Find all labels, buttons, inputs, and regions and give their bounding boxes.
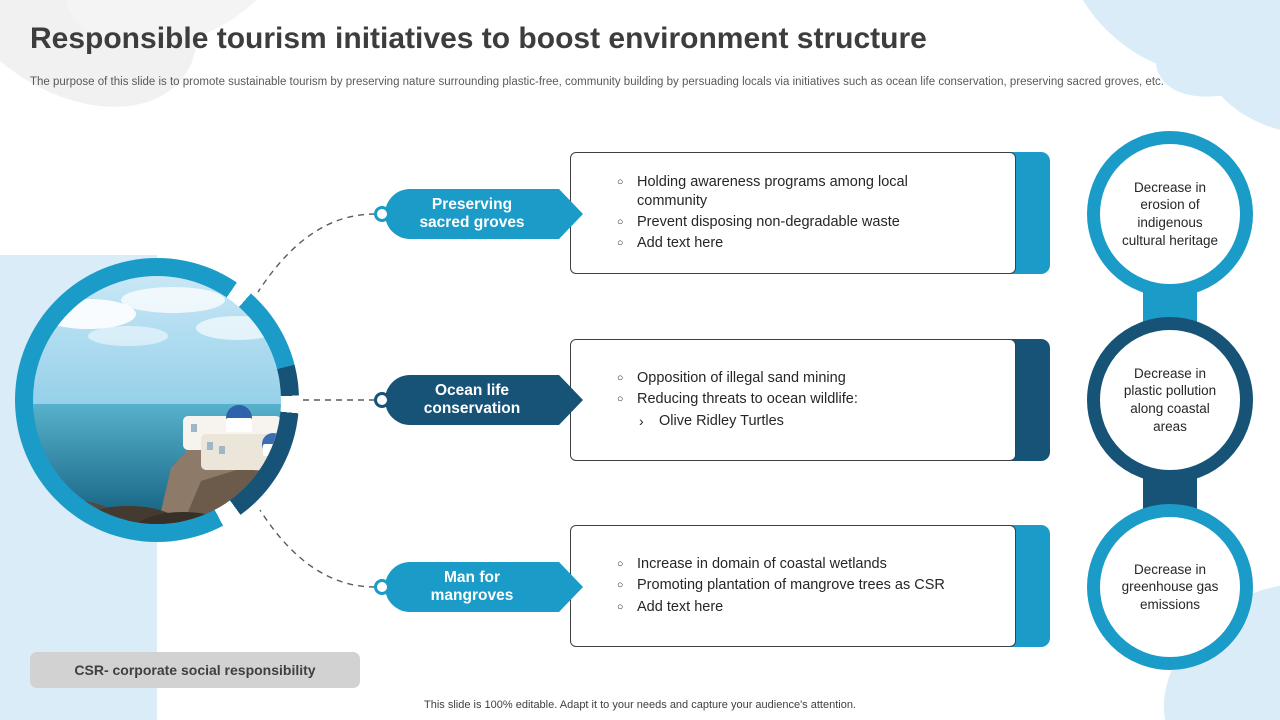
connector-node (374, 392, 390, 408)
outcome-text: Decrease in erosion of indigenous cultur… (1121, 179, 1219, 248)
bullet-marker: ○ (617, 372, 624, 385)
bullet-text: Holding awareness programs among local c… (637, 173, 908, 209)
bullet-item: ○ Reducing threats to ocean wildlife: (617, 390, 858, 409)
coastal-town-photo (33, 276, 281, 524)
initiative-detail-box: ○ Opposition of illegal sand mining ○ Redu… (570, 339, 1016, 461)
initiative-label: Man for mangroves (430, 568, 514, 604)
bullet-item: ○ Promoting plantation of mangrove trees … (617, 576, 945, 595)
sub-bullet-marker: › (639, 412, 644, 429)
bullet-marker: ○ (617, 237, 624, 250)
outcome-text: Decrease in plastic pollution along coas… (1123, 365, 1217, 434)
bullet-text: Reducing threats to ocean wildlife: (637, 391, 858, 408)
initiative-pill-ocean-life-conservation: Ocean life conservation (385, 375, 583, 425)
slide-subtitle: The purpose of this slide is to promote … (30, 76, 1164, 88)
bullet-text: Add text here (637, 598, 724, 615)
bullet-text: Add text here (637, 235, 724, 252)
connector-node (374, 206, 390, 222)
coastal-town-illustration (33, 276, 281, 524)
bullet-text: Promoting plantation of mangrove trees a… (637, 577, 945, 594)
bullet-item: ○ Add text here (617, 234, 950, 253)
outcome-circle-greenhouse-gas: Decrease in greenhouse gas emissions (1087, 504, 1253, 670)
initiative-detail-box: ○ Holding awareness programs among local … (570, 152, 1016, 274)
bullet-item: ○ Opposition of illegal sand mining (617, 369, 858, 388)
initiative-pill-man-for-mangroves: Man for mangroves (385, 562, 583, 612)
initiative-label: Preserving sacred groves (419, 195, 525, 231)
initiative-pill-preserving-sacred-groves: Preserving sacred groves (385, 189, 583, 239)
dashed-connector (257, 213, 376, 293)
bullet-text: Increase in domain of coastal wetlands (637, 556, 887, 573)
bullet-marker: ○ (617, 393, 624, 406)
bullet-item: ○ Holding awareness programs among local … (617, 173, 950, 211)
dashed-connector (259, 509, 376, 588)
connector-node (374, 579, 390, 595)
bullet-marker: ○ (617, 579, 624, 592)
bullet-marker: ○ (617, 600, 624, 613)
detail-box-accent-bar (1010, 339, 1050, 461)
initiative-detail-box: ○Increase in domain of coastal wetlands … (570, 525, 1016, 647)
bullet-text: Olive Ridley Turtles (659, 412, 784, 429)
initiative-label: Ocean life conservation (423, 381, 521, 417)
detail-box-accent-bar (1010, 152, 1050, 274)
bullet-marker: ○ (617, 175, 624, 188)
bullet-marker: ○ (617, 558, 624, 571)
bullet-item: ○ Prevent disposing non-degradable waste (617, 213, 950, 232)
slide-title: Responsible tourism initiatives to boost… (30, 22, 927, 55)
bullet-item: ○ Increase in domain of coastal wetlands (617, 555, 945, 574)
sub-bullet-item: › Olive Ridley Turtles (639, 412, 858, 431)
bullet-list: ○ Holding awareness programs among local … (617, 171, 950, 256)
csr-note: CSR- corporate social responsibility (30, 652, 360, 688)
bullet-marker: ○ (617, 216, 624, 228)
bullet-list: ○ Opposition of illegal sand mining ○ Redu… (617, 367, 858, 432)
footer-note: This slide is 100% editable. Adapt it to… (424, 699, 856, 711)
detail-box-accent-bar (1010, 525, 1050, 647)
outcome-circle-erosion: Decrease in erosion of indigenous cultur… (1087, 131, 1253, 297)
outcome-circle-plastic-pollution: Decrease in plastic pollution along coas… (1087, 317, 1253, 483)
outcome-text: Decrease in greenhouse gas emissions (1121, 561, 1219, 612)
bullet-text: Prevent disposing non-degradable waste (637, 214, 900, 230)
bullet-text: Opposition of illegal sand mining (637, 370, 846, 387)
bullet-item: ○ Add text here (617, 598, 945, 617)
bullet-list: ○Increase in domain of coastal wetlands … (617, 553, 945, 618)
